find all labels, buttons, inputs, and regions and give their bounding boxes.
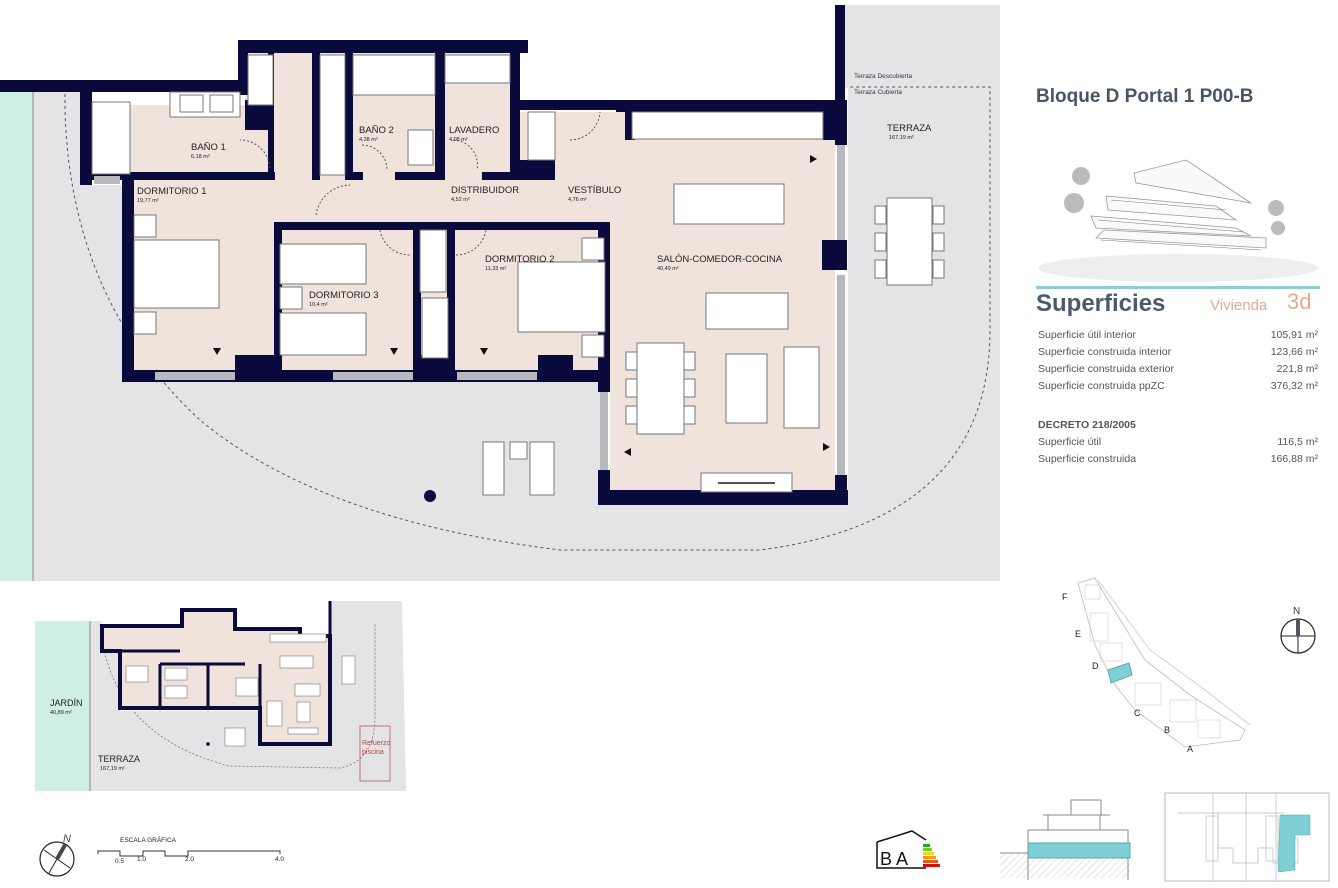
svg-text:N: N [1293, 606, 1300, 617]
garden-strip [0, 88, 33, 581]
terraza-label: TERRAZA [98, 754, 140, 764]
room-area: 4,08 m² [449, 137, 468, 143]
block-label: B [1164, 725, 1170, 735]
room-area: 4,76 m² [568, 197, 587, 203]
highlighted-unit [1277, 814, 1311, 873]
room-area: 4,38 m² [359, 137, 378, 143]
svg-text:4.0: 4.0 [275, 856, 284, 863]
room-label: SALÓN-COMEDOR-COCINA [657, 254, 783, 265]
highlighted-block-d [1107, 662, 1133, 684]
page-title: Bloque D Portal 1 P00-B [1036, 86, 1254, 107]
terrace-area [33, 5, 1000, 581]
vivienda-label: Vivienda [1210, 297, 1268, 314]
room-area: 40,49 m² [657, 266, 679, 272]
room-area: 10,4 m² [309, 302, 328, 308]
block-label: E [1075, 629, 1081, 639]
room-label: TERRAZA [887, 123, 932, 134]
svg-text:0.5: 0.5 [115, 858, 124, 865]
room-area: 11,33 m² [485, 266, 506, 272]
block-label: A [1187, 744, 1193, 754]
site-location-map: F E D C B A N [1062, 577, 1316, 754]
block-label: F [1062, 592, 1068, 602]
terraza-descubierta-label: Terraza Descubierta [854, 73, 913, 80]
room-area: 167,19 m² [889, 135, 914, 141]
svg-text:2.0: 2.0 [185, 856, 194, 863]
accent-rule [1036, 286, 1320, 289]
column-dot [424, 490, 436, 502]
furniture [91, 54, 945, 496]
room-label: DORMITORIO 3 [309, 290, 379, 301]
terraza-cubierta-label: Terraza Cubierta [854, 89, 902, 96]
decreto-title: DECRETO 218/2005 [1038, 419, 1136, 431]
block-label: D [1092, 661, 1099, 671]
room-label: DORMITORIO 1 [137, 186, 207, 197]
block-label: C [1134, 708, 1141, 718]
section-diagram [1000, 799, 1131, 880]
svg-text:B: B [880, 849, 892, 869]
room-label: LAVADERO [449, 125, 499, 136]
refuerzo-label: Refuerzo [362, 740, 391, 747]
scale-title: ESCALA GRÁFICA [120, 835, 177, 844]
vivienda-type: 3d [1287, 289, 1312, 314]
terraza-area: 167,19 m² [100, 766, 125, 772]
mini-floor-plan: Refuerzo piscina JARDÍN 40,89 m² TERRAZA… [35, 601, 406, 791]
svg-text:1.0: 1.0 [137, 856, 146, 863]
north-compass-icon: N [39, 833, 75, 877]
jardin-label: JARDÍN [50, 698, 83, 708]
room-label: BAÑO 1 [191, 142, 226, 153]
arrow-markers [213, 155, 830, 456]
room-label: BAÑO 2 [359, 125, 394, 136]
room-label: VESTÍBULO [568, 185, 621, 196]
scale-bar: N ESCALA GRÁFICA 0.5 1.0 2.0 4.0 [39, 833, 284, 877]
room-label: DISTRIBUIDOR [451, 185, 519, 196]
windows [94, 145, 845, 475]
piscina-label: piscina [362, 749, 384, 756]
room-area: 19,77 m² [137, 198, 159, 204]
north-arrow-icon: N [1280, 606, 1316, 654]
svg-text:N: N [63, 833, 71, 845]
main-floor-plan: BAÑO 1 6,18 m² BAÑO 2 4,38 m² LAVADERO 4… [0, 5, 1000, 581]
superficies-title: Superficies [1036, 290, 1166, 317]
key-plan-diagram [1164, 792, 1330, 882]
energy-rating-icon: B A [876, 830, 940, 869]
room-area: 4,52 m² [451, 197, 470, 203]
building-sketch [1038, 159, 1318, 282]
room-label: DORMITORIO 2 [485, 254, 555, 265]
jardin-area: 40,89 m² [50, 710, 72, 716]
room-area: 6,18 m² [191, 154, 210, 160]
svg-text:A: A [896, 849, 908, 869]
